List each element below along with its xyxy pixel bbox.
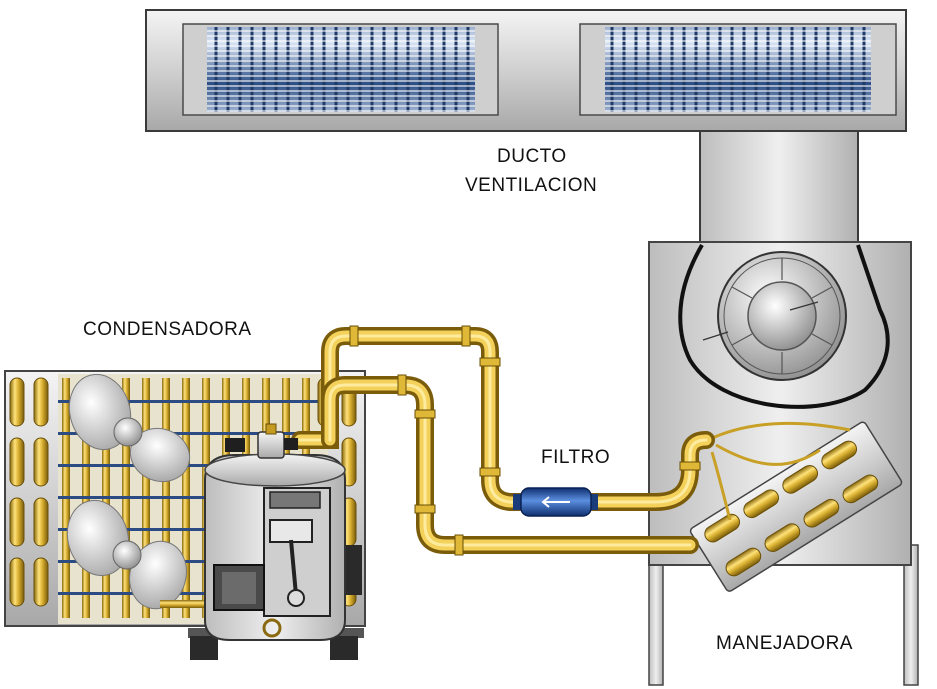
duct-grille-rails-left xyxy=(207,27,475,112)
valve-icon xyxy=(225,423,298,459)
blower-housing xyxy=(678,243,890,409)
piston-icon xyxy=(269,491,321,607)
duct-grille-rails-right xyxy=(605,27,871,112)
ventilation-duct xyxy=(145,9,907,243)
fan-blade-icon xyxy=(66,499,187,610)
evaporator-coil xyxy=(689,421,903,592)
filter-arrow-icon xyxy=(541,496,570,508)
filter-drier xyxy=(513,487,598,517)
motor-icon xyxy=(213,564,265,611)
duct-drop xyxy=(699,129,859,243)
fan-blade-icon xyxy=(68,373,191,482)
label-air-handler: MANEJADORA xyxy=(716,633,853,654)
label-condenser: CONDENSADORA xyxy=(83,319,252,340)
pipe-lower xyxy=(321,376,699,554)
capillary-tube xyxy=(707,421,851,521)
air-handler-leg-left xyxy=(648,564,664,686)
label-duct: DUCTO xyxy=(497,146,567,167)
label-ventilation: VENTILACION xyxy=(465,175,598,196)
label-filter: FILTRO xyxy=(541,447,611,468)
refrigerant-pipes xyxy=(291,325,715,556)
blower-wheel-icon xyxy=(702,251,847,381)
oil-line xyxy=(160,600,210,608)
condenser-coil-bends-left xyxy=(9,377,49,607)
air-handler-unit xyxy=(648,241,919,686)
compressor-oil-port xyxy=(262,618,282,638)
compressor-icon xyxy=(188,423,364,660)
